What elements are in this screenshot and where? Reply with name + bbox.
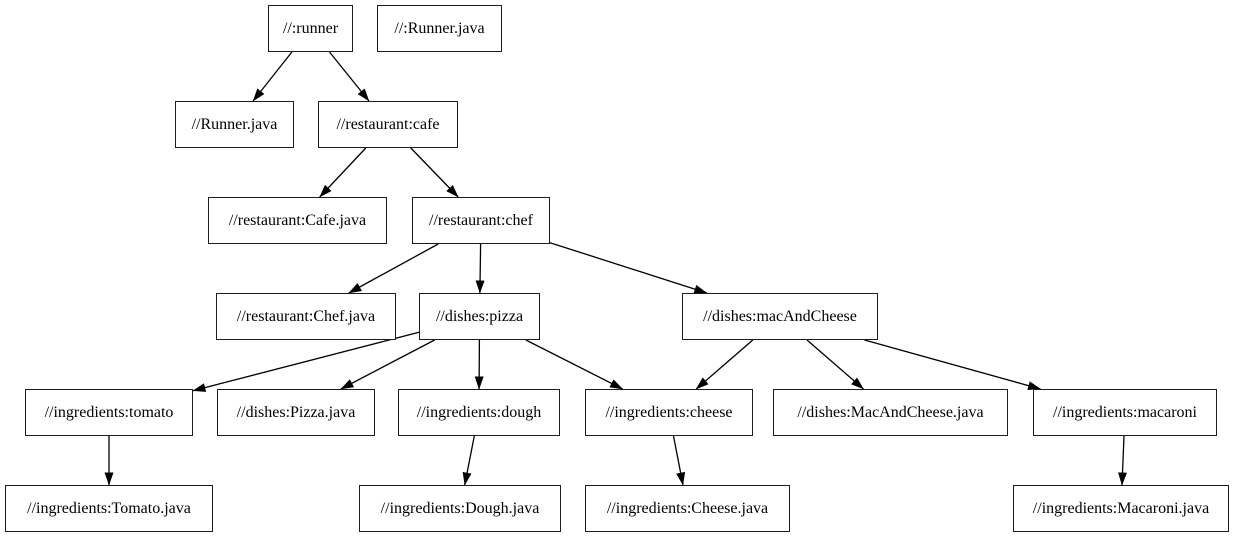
- graph-node-cheese-java: //ingredients:Cheese.java: [585, 485, 790, 532]
- graph-edge-cafe-to-cafe-java: [319, 147, 367, 198]
- graph-node-cafe: //restaurant:cafe: [318, 101, 458, 148]
- graph-edge-chef-to-mac-and-cheese: [549, 242, 708, 294]
- graph-node-dough-java: //ingredients:Dough.java: [359, 485, 561, 532]
- graph-node-pizza: //dishes:pizza: [419, 293, 540, 340]
- graph-node-label: //ingredients:dough: [416, 403, 542, 421]
- graph-node-cheese: //ingredients:cheese: [585, 389, 753, 436]
- graph-node-runner: //:runner: [268, 5, 353, 52]
- graph-edge-pizza-to-pizza-java: [340, 339, 435, 390]
- graph-node-label: //ingredients:Dough.java: [380, 499, 540, 517]
- graph-node-chef: //restaurant:chef: [412, 197, 550, 244]
- graph-node-mac-and-cheese-java: //dishes:MacAndCheese.java: [773, 389, 1008, 436]
- graph-node-label: //Runner.java: [191, 115, 278, 133]
- graph-node-tomato: //ingredients:tomato: [25, 389, 193, 436]
- graph-edge-macaroni-to-macaroni-java: [1118, 435, 1128, 486]
- graph-edge-chef-to-pizza: [475, 243, 485, 294]
- graph-node-pizza-java: //dishes:Pizza.java: [217, 389, 375, 436]
- graph-node-mac-and-cheese: //dishes:macAndCheese: [682, 293, 878, 340]
- graph-node-label: //dishes:macAndCheese: [703, 307, 857, 325]
- graph-edge-mac-and-cheese-to-mac-and-cheese-java: [806, 339, 864, 390]
- graph-node-cafe-java: //restaurant:Cafe.java: [208, 197, 387, 244]
- graph-node-label: //ingredients:Cheese.java: [606, 499, 769, 517]
- graph-edge-mac-and-cheese-to-macaroni: [864, 339, 1041, 390]
- graph-node-label: //ingredients:Tomato.java: [27, 499, 191, 517]
- graph-node-macaroni-java: //ingredients:Macaroni.java: [1013, 485, 1229, 532]
- graph-node-label: //dishes:pizza: [435, 307, 524, 325]
- graph-edge-cheese-to-cheese-java: [672, 435, 686, 486]
- graph-node-label: //restaurant:Cafe.java: [228, 211, 367, 229]
- graph-node-label: //ingredients:Macaroni.java: [1032, 499, 1210, 517]
- graph-node-tomato-java: //ingredients:Tomato.java: [5, 485, 213, 532]
- graph-node-label: //ingredients:tomato: [44, 403, 174, 421]
- graph-edge-chef-to-chef-java: [348, 243, 439, 294]
- graph-node-chef-java: //restaurant:Chef.java: [216, 293, 396, 340]
- graph-node-label: //ingredients:macaroni: [1053, 403, 1197, 421]
- graph-edge-dough-to-dough-java: [462, 435, 475, 486]
- graph-edge-runner-to-runner-java: [252, 51, 293, 102]
- graph-node-macaroni: //ingredients:macaroni: [1033, 389, 1217, 436]
- graph-node-label: //restaurant:chef: [429, 211, 533, 229]
- graph-node-runner-java-pkg: //:Runner.java: [377, 5, 502, 52]
- graph-edge-cafe-to-chef: [410, 147, 459, 198]
- graph-edge-pizza-to-tomato: [192, 331, 420, 392]
- graph-edge-runner-to-cafe: [328, 51, 370, 102]
- graph-edge-pizza-to-cheese: [525, 339, 624, 390]
- graph-node-label: //dishes:Pizza.java: [236, 403, 356, 421]
- graph-node-label: //:runner: [282, 19, 339, 37]
- graph-node-label: //restaurant:Chef.java: [236, 307, 376, 325]
- graph-node-dough: //ingredients:dough: [398, 389, 560, 436]
- graph-node-label: //ingredients:cheese: [605, 403, 733, 421]
- graph-edge-mac-and-cheese-to-cheese: [695, 339, 754, 390]
- graph-node-runner-java: //Runner.java: [175, 101, 294, 148]
- graph-node-label: //restaurant:cafe: [336, 115, 440, 133]
- graph-node-label: //:Runner.java: [394, 19, 485, 37]
- graph-node-label: //dishes:MacAndCheese.java: [797, 403, 984, 421]
